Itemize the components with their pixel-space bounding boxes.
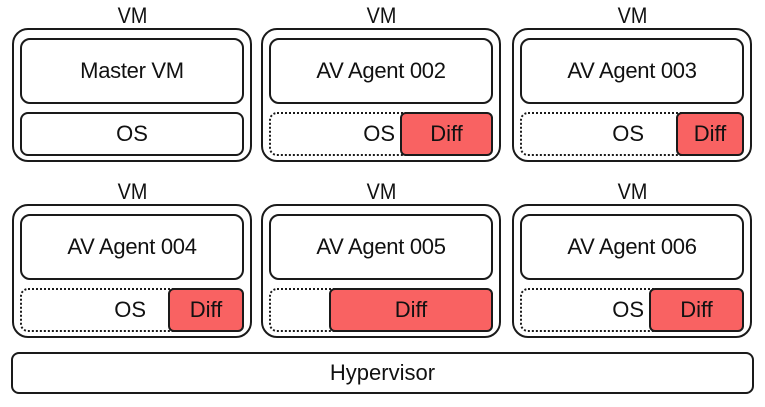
hypervisor-layer: Hypervisor: [11, 352, 754, 394]
diff-block: Diff: [168, 288, 244, 332]
os-label: OS: [612, 297, 644, 322]
vm-av-agent-003: AV Agent 003 OS Diff: [512, 28, 752, 162]
vm-label: VM: [117, 179, 148, 204]
vm-label: VM: [617, 179, 648, 204]
app-label: Master VM: [80, 58, 184, 83]
vm-av-agent-006: AV Agent 006 OS Diff: [512, 204, 752, 338]
diff-label: Diff: [693, 121, 727, 146]
os-box: OS Diff: [269, 112, 493, 156]
os-label: OS: [114, 297, 146, 322]
os-box: OS Diff: [520, 112, 744, 156]
hypervisor-label: Hypervisor: [329, 360, 436, 385]
app-box: AV Agent 002: [269, 38, 493, 104]
os-label: OS: [612, 121, 644, 146]
vm-label: VM: [366, 3, 397, 28]
vm-label: VM: [366, 179, 397, 204]
app-box: AV Agent 003: [520, 38, 744, 104]
app-label: AV Agent 002: [316, 58, 446, 83]
app-box: AV Agent 006: [520, 214, 744, 280]
vm-av-agent-002: AV Agent 002 OS Diff: [261, 28, 501, 162]
os-box: OS: [20, 112, 244, 156]
app-label: AV Agent 006: [567, 234, 697, 259]
diff-label: Diff: [680, 297, 713, 322]
diff-block: Diff: [329, 288, 493, 332]
vm-label: VM: [117, 3, 148, 28]
os-box: OS Diff: [520, 288, 744, 332]
diff-block: Diff: [676, 112, 744, 156]
vm-av-agent-004: AV Agent 004 OS Diff: [12, 204, 252, 338]
app-label: AV Agent 004: [67, 234, 197, 259]
app-box: AV Agent 005: [269, 214, 493, 280]
diff-block: Diff: [400, 112, 493, 156]
diff-label: Diff: [189, 297, 223, 322]
os-label: OS: [363, 121, 395, 146]
vm-master: Master VM OS: [12, 28, 252, 162]
app-label: AV Agent 005: [316, 234, 446, 259]
os-box: OS Diff: [20, 288, 244, 332]
os-box: Diff: [269, 288, 493, 332]
app-box: Master VM: [20, 38, 244, 104]
app-box: AV Agent 004: [20, 214, 244, 280]
diff-label: Diff: [394, 297, 428, 322]
diff-block: Diff: [649, 288, 744, 332]
os-label: OS: [116, 121, 148, 146]
vm-label: VM: [617, 3, 648, 28]
app-label: AV Agent 003: [567, 58, 697, 83]
vm-av-agent-005: AV Agent 005 Diff: [261, 204, 501, 338]
diff-label: Diff: [430, 121, 463, 146]
